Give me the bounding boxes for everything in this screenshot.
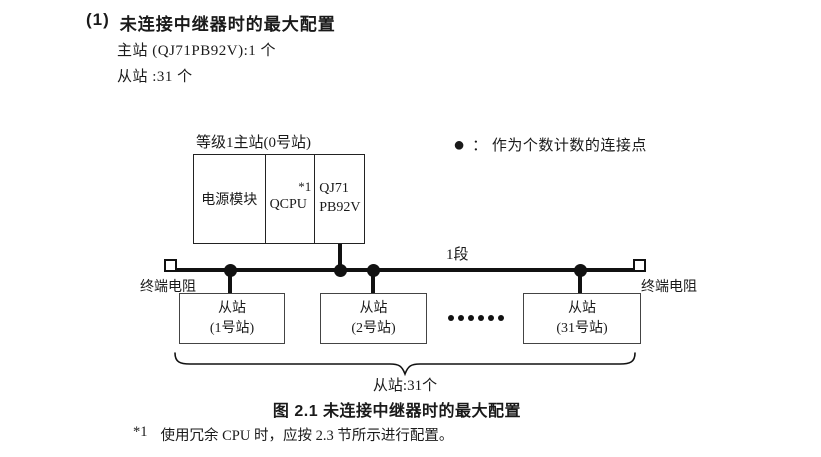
slave-count-label: 从站:31个: [372, 378, 438, 394]
slaves-group-brace: [174, 352, 636, 377]
slave-station-1-box: 从站 (1号站): [179, 293, 285, 344]
connection-point-slave31: [574, 264, 587, 277]
slave1-drop-line: [228, 270, 232, 293]
master-station-label: 等级1主站(0号站): [196, 135, 311, 151]
slave2-drop-line: [371, 270, 375, 293]
footnote-marker: *1: [133, 424, 148, 440]
footnote: *1 使用冗余 CPU 时，应按 2.3 节所示进行配置。: [133, 424, 453, 445]
bus-line: [172, 268, 637, 272]
slave-31-number: (31号站): [556, 320, 608, 336]
cpu-label: QCPU: [269, 197, 307, 212]
slave-2-number: (2号站): [351, 320, 396, 336]
terminating-resistor-right: [633, 259, 646, 272]
power-module-cell: 电源模块: [194, 155, 266, 243]
section-heading: (1) 未连接中继器时的最大配置: [86, 10, 336, 35]
master-station-box: 电源模块 *1 QCPU QJ71 PB92V: [193, 154, 365, 244]
footnote-text: 使用冗余 CPU 时，应按 2.3 节所示进行配置。: [160, 428, 454, 444]
section-number: (1): [86, 10, 110, 29]
terminating-resistor-left-label: 终端电阻: [140, 280, 196, 295]
legend-text: ： 作为个数计数的连接点: [472, 138, 647, 154]
master-drop-line: [338, 244, 342, 270]
terminating-resistor-left: [164, 259, 177, 272]
segment-label: 1段: [446, 247, 469, 263]
section-title: 未连接中继器时的最大配置: [119, 15, 336, 34]
slave-station-31-box: 从站 (31号站): [523, 293, 641, 344]
more-slaves-ellipsis: [448, 315, 504, 321]
slave31-drop-line: [578, 270, 582, 293]
connection-point-icon: ●: [453, 133, 466, 156]
slave-spec-line: 从站 :31 个: [117, 69, 193, 85]
pb92v-line1: QJ71: [319, 181, 349, 197]
master-spec-line: 主站 (QJ71PB92V):1 个: [117, 43, 277, 59]
slave-2-label: 从站: [359, 300, 388, 316]
slave-31-label: 从站: [568, 300, 596, 316]
legend: ● ： 作为个数计数的连接点: [453, 134, 647, 155]
cpu-footnote-ref: *1: [298, 179, 312, 194]
pb92v-line2: PB92V: [319, 200, 361, 215]
terminating-resistor-right-label: 终端电阻: [641, 280, 697, 295]
connection-point-master: [334, 264, 347, 277]
pb92v-cell: QJ71 PB92V: [315, 155, 364, 243]
connection-point-slave1: [224, 264, 237, 277]
cpu-cell: *1 QCPU: [266, 155, 316, 243]
slave-1-number: (1号站): [209, 320, 255, 336]
slave-1-label: 从站: [218, 300, 246, 316]
slave-station-2-box: 从站 (2号站): [320, 293, 427, 344]
connection-point-slave2: [367, 264, 380, 277]
figure-caption: 图 2.1 未连接中继器时的最大配置: [272, 403, 522, 420]
